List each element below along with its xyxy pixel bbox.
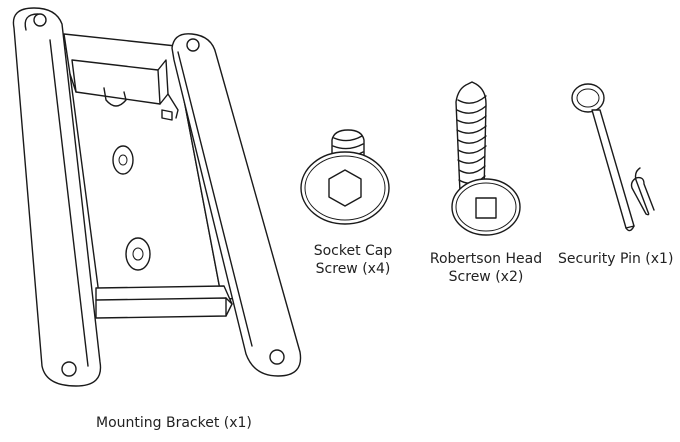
hex-socket-icon [328, 169, 362, 207]
bracket-hole-top-left [33, 13, 47, 27]
socket-cap-screw-label-line2: Screw (x4) [315, 261, 391, 277]
mounting-bracket-illustration [12, 7, 302, 387]
bracket-right-flange [171, 33, 302, 377]
bracket-slot-upper [112, 145, 134, 175]
robertson-screw-shank [455, 81, 487, 193]
bracket-slot-lower [125, 237, 151, 271]
robertson-head-screw-label-line1: Robertson Head [429, 251, 543, 267]
socket-cap-screw-label-line1: Socket Cap [313, 243, 393, 259]
security-pin-label: Security Pin (x1) [558, 251, 674, 267]
robertson-head-screw-label-line2: Screw (x2) [448, 269, 524, 285]
robertson-head-screw-label: Robertson Head Screw (x2) [420, 250, 552, 286]
bracket-bottom-tab [95, 285, 233, 319]
security-pin-shaft [591, 109, 635, 229]
hairpin-clip-icon [630, 167, 655, 216]
security-pin-ring [571, 83, 605, 113]
mounting-bracket-label: Mounting Bracket (x1) [96, 415, 252, 431]
security-pin-illustration [571, 83, 655, 232]
bracket-hole-bottom-right [269, 349, 285, 365]
robertson-head-screw-illustration [451, 81, 521, 236]
bracket-hole-bottom-left [61, 361, 77, 377]
bracket-hole-top-right [186, 38, 200, 52]
square-drive-icon [475, 197, 497, 219]
socket-cap-screw-illustration [300, 129, 390, 225]
socket-cap-screw-label: Socket Cap Screw (x4) [298, 242, 408, 278]
